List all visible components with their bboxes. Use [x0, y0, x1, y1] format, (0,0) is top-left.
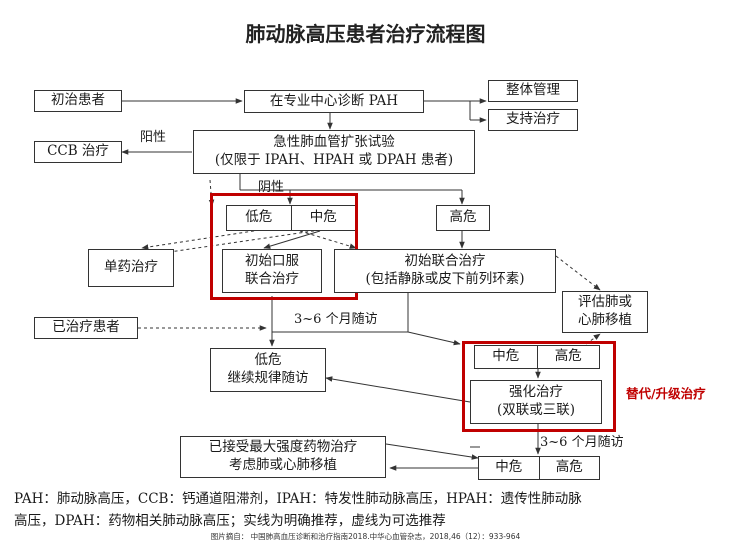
positive-label: 阳性 [140, 130, 167, 145]
treated-patient-box: 已治疗患者 [34, 317, 138, 339]
legend-line-2: 高压，DPAH：药物相关肺动脉高压；实线为明确推荐，虚线为可选推荐 [14, 513, 446, 529]
mid-risk-cell-3: 中危 [495, 459, 523, 476]
oral-combo-box: 初始口服 联合治疗 [222, 249, 322, 293]
max-therapy-box: 已接受最大强度药物治疗 考虑肺或心肺移植 [180, 436, 386, 478]
evaluate-transplant-box: 评估肺或 心肺移植 [562, 291, 648, 333]
high-risk-cell-2: 高危 [536, 346, 600, 368]
low-risk-cell: 低危 [245, 209, 273, 226]
low-mid-risk-box: 低危 中危 [226, 205, 356, 231]
mid-high-risk-box: 中危 高危 [474, 345, 600, 369]
final-mid-high-risk-box: 中危 高危 [478, 456, 600, 480]
edge-followup-to-midhigh [407, 331, 461, 346]
low-risk-followup-box: 低危 继续规律随访 [210, 348, 326, 392]
followup-label-1: 3~6 个月随访 [294, 312, 378, 327]
edge-maxtherapy-to-final [385, 443, 479, 460]
highlight-frame-top [210, 193, 358, 300]
edge-intensify-to-lowrisk [325, 376, 471, 403]
edge-mid-to-mono [155, 229, 321, 256]
edge-mid-to-oral [263, 230, 321, 249]
source-citation: 图片摘自： 中国肺高血压诊断和治疗指南2018.中华心血管杂志，2018,46（… [210, 532, 521, 541]
intermediate-risk-cell: 中危 [290, 206, 356, 230]
negative-label: 阴性 [258, 180, 285, 195]
abbreviation-legend: PAH：肺动脉高压，CCB：钙通道阻滞剂，IPAH：特发性肺动脉高压，HPAH：… [14, 488, 714, 532]
monotherapy-box: 单药治疗 [88, 249, 174, 287]
center-diagnosis-box: 在专业中心诊断 PAH [244, 90, 424, 113]
edge-initialcombo-to-evaluate [555, 255, 601, 291]
supportive-therapy-box: 支持治疗 [488, 109, 578, 131]
vasoreactivity-test-box: 急性肺血管扩张试验 (仅限于 IPAH、HPAH 或 DPAH 患者) [193, 130, 475, 174]
intensify-therapy-box: 强化治疗 (双联或三联) [470, 380, 602, 424]
high-risk-box: 高危 [436, 205, 490, 231]
initial-combo-box: 初始联合治疗 (包括静脉或皮下前列环素) [334, 249, 556, 293]
legend-line-1: PAH：肺动脉高压，CCB：钙通道阻滞剂，IPAH：特发性肺动脉高压，HPAH：… [14, 491, 582, 507]
followup-label-2: 3~6 个月随访 [540, 435, 624, 450]
ccb-therapy-box: CCB 治疗 [34, 141, 122, 163]
overall-management-box: 整体管理 [488, 80, 578, 102]
highlight-frame-bottom [462, 341, 616, 432]
page-title: 肺动脉高压患者治疗流程图 [245, 22, 486, 46]
edge-low-to-initialcombo [299, 230, 357, 249]
mid-risk-cell-2: 中危 [492, 348, 520, 365]
alternate-upgrade-annotation: 替代/升级治疗 [626, 386, 706, 401]
initial-patient-box: 初治患者 [34, 90, 122, 112]
high-risk-cell-3: 高危 [538, 457, 600, 479]
edge-low-to-mono [141, 229, 261, 250]
